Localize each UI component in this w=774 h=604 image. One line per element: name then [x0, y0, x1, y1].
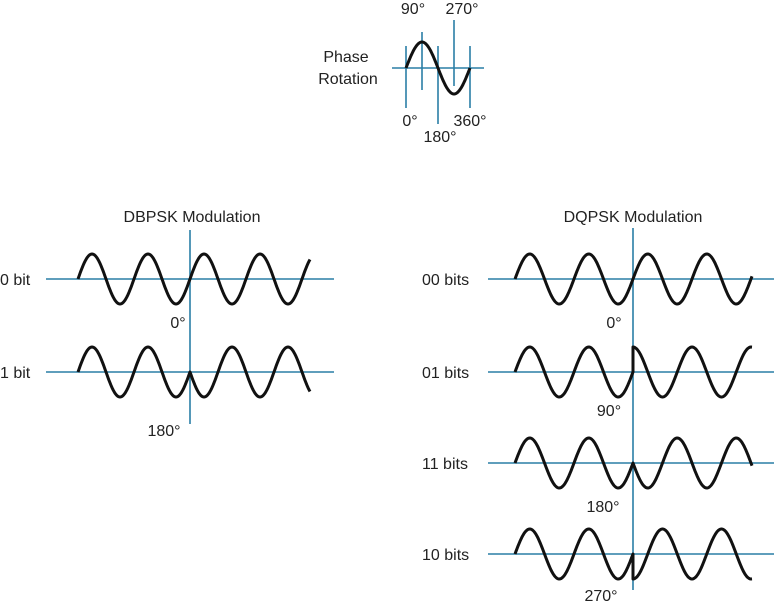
dqpsk-row-2-wave [513, 436, 754, 490]
dqpsk-row-1-phase: 90° [597, 403, 621, 420]
phase-label-line1: Phase [323, 49, 368, 66]
dqpsk-row-1-wave [513, 345, 753, 399]
phase-rotation-wave [404, 40, 472, 96]
dbpsk-row-0-label: 0 bit [0, 272, 31, 289]
phase-angle-360: 360° [453, 113, 486, 130]
dqpsk-row-3-wave [513, 527, 753, 581]
dbpsk-row-0-phase: 0° [170, 315, 185, 332]
phase-angle-180: 180° [423, 129, 456, 146]
dqpsk-row-2-label: 11 bits [422, 456, 468, 473]
dqpsk-row-3-phase: 270° [584, 588, 617, 604]
dqpsk-row-0-phase: 0° [606, 315, 621, 332]
dqpsk-row-2-phase: 180° [586, 499, 619, 516]
dbpsk-row-1-label: 1 bit [0, 365, 31, 382]
phase-rotation-key: Phase Rotation 90° 270° 0° 180° 360° [318, 1, 486, 146]
dbpsk-row-1-wave [76, 345, 312, 399]
dbpsk-title: DBPSK Modulation [124, 209, 261, 226]
phase-label-line2: Rotation [318, 71, 378, 88]
dbpsk-row-1-phase: 180° [147, 423, 180, 440]
dqpsk-row-1-label: 01 bits [422, 365, 469, 382]
dqpsk-row-3-label: 10 bits [422, 547, 469, 564]
phase-angle-0: 0° [402, 113, 417, 130]
dqpsk-panel: DQPSK Modulation 00 bits 0° 01 bits 90° … [422, 209, 774, 604]
dqpsk-title: DQPSK Modulation [564, 209, 703, 226]
dbpsk-row-0-wave [76, 252, 312, 306]
dqpsk-row-0-label: 00 bits [422, 272, 469, 289]
dbpsk-panel: DBPSK Modulation 0 bit 0° 1 bit 180° [0, 209, 334, 440]
phase-angle-90: 90° [401, 1, 425, 18]
dqpsk-row-0-wave [513, 252, 754, 306]
phase-angle-270: 270° [445, 1, 478, 18]
